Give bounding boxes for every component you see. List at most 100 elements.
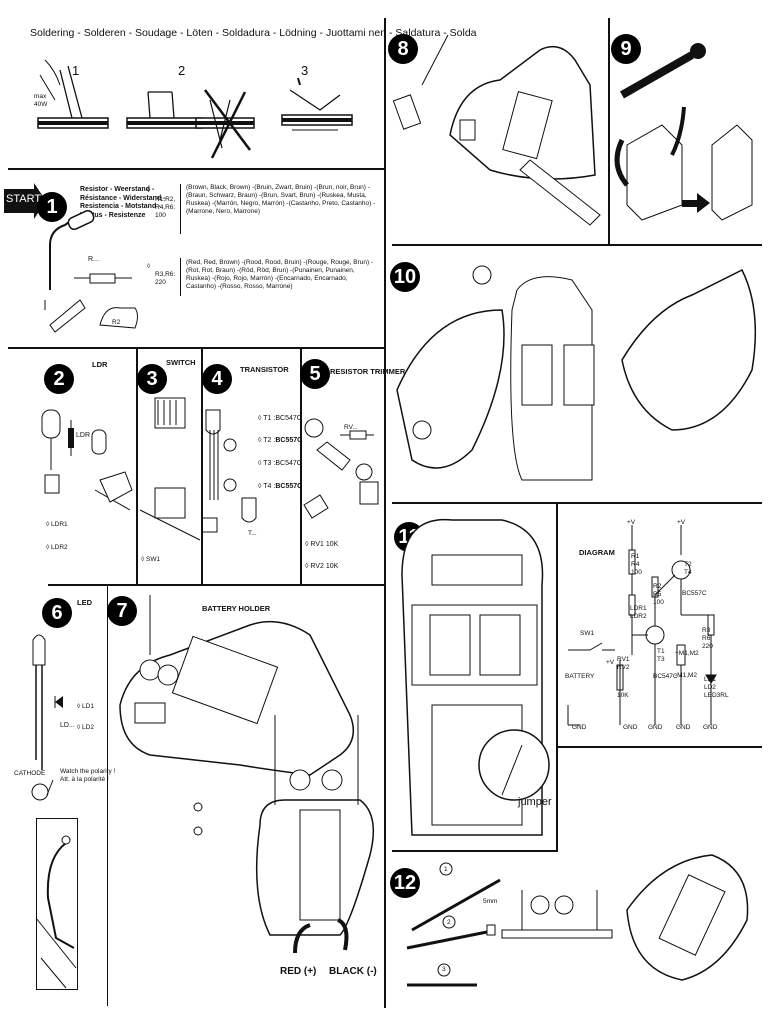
diagram-bc557: BC557C <box>682 590 707 597</box>
divider <box>136 349 138 584</box>
step-10-icon <box>396 265 757 481</box>
battery-title: BATTERY HOLDER <box>202 604 271 613</box>
step-9-badge: 9 <box>611 34 641 64</box>
wire-length-label: 5mm <box>483 898 498 905</box>
divider <box>107 586 108 1006</box>
diagram-vcc2: +V <box>677 519 686 526</box>
switch-item-1: ◊ SW1 <box>141 556 161 563</box>
transistor-item-1: ◊ T1 :BC547C <box>258 415 302 422</box>
start-label: START <box>6 193 42 205</box>
battery-holder-icon <box>119 595 375 954</box>
divider <box>384 18 386 1008</box>
transistor-ref: T3 : <box>263 460 276 467</box>
step-8-badge: 8 <box>388 34 418 64</box>
led-item-2: ◊ LD2 <box>77 724 94 731</box>
divider <box>558 746 762 748</box>
diagram-rv10k: 10K <box>617 692 629 699</box>
wire-1-label: 1 <box>444 866 448 873</box>
transistor-ref: T2 : <box>263 437 276 444</box>
checkbox-icon: ◊ <box>147 187 151 194</box>
battery-black-label: BLACK (-) <box>329 966 377 977</box>
step-1-badge: 1 <box>37 192 67 222</box>
battery-red-label: RED (+) <box>280 966 317 977</box>
diagram-ldr: LDR1 LDR2 <box>630 605 647 620</box>
switch-icon <box>139 397 201 541</box>
resistor-title-line: Vastus - Resistenze <box>80 211 146 219</box>
ldr-title: LDR <box>92 360 108 369</box>
transistor-part: BC557C <box>275 483 303 490</box>
ldr-item-2: ◊ LDR2 <box>46 544 68 551</box>
start-arrow-icon <box>4 183 46 219</box>
diagram-battery: BATTERY <box>565 673 595 680</box>
step-2-badge: 2 <box>44 364 74 394</box>
diagram-title: DIAGRAM <box>579 548 615 557</box>
diagram-m2: -M1,M2 <box>675 672 698 679</box>
diagram-sw: SW1 <box>580 630 595 637</box>
diagram-ld: LD1 LD2 LED3RL <box>704 676 729 699</box>
resistor-title-line: Résistance - Widerstand - <box>80 194 166 202</box>
trimmer-val: 10K <box>325 541 339 548</box>
resistor-title: Resistor - Weerstand - Résistance - Wide… <box>80 186 166 220</box>
diagram-gnd-4: GND <box>703 724 718 731</box>
led-mounted-icon <box>35 835 77 989</box>
diagram-bc547: BC547C <box>653 673 678 680</box>
step-12-badge: 12 <box>390 868 420 898</box>
switch-title: SWITCH <box>166 358 196 367</box>
transistor-item-3: ◊ T3 :BC547C <box>258 460 302 467</box>
circuit-diagram <box>567 525 717 726</box>
diagram-r2: R2 R5 100 <box>653 583 664 606</box>
trimmer-item-1: ◊ RV1 10K <box>305 541 339 548</box>
led-ld-label: LD... <box>60 722 75 729</box>
trimmer-val: 10K <box>325 563 339 570</box>
resistor-title-line: Resistencia - Motstand - <box>80 203 161 210</box>
divider <box>201 349 203 584</box>
diagram-r1: R1 R4 100 <box>631 553 642 576</box>
ldr-item-text: LDR1 <box>51 521 68 528</box>
step-4-badge: 4 <box>202 364 232 394</box>
transistor-item-4: ◊ T4 :BC557C <box>258 483 303 490</box>
page-title: Soldering - Solderen - Soudage - Löten -… <box>30 27 477 39</box>
diagram-r3: R3 R6 220 <box>702 627 713 650</box>
divider <box>300 349 302 584</box>
trimmer-item-2: ◊ RV2 10K <box>305 563 339 570</box>
diagram-gnd-3: GND <box>676 724 691 731</box>
divider <box>392 244 762 246</box>
step-11-icon <box>401 518 550 836</box>
step-9-icon <box>614 43 753 221</box>
trimmer-rv-label: RV... <box>344 424 358 431</box>
divider <box>608 18 610 244</box>
trimmer-ref: RV1 <box>310 541 324 548</box>
led-icon <box>31 634 63 801</box>
resistor-r-label: R... <box>88 256 99 263</box>
divider <box>392 502 762 504</box>
resistor-r1-colors: (Brown, Black, Brown) -(Bruin, Zwart, Br… <box>186 184 376 215</box>
resistor-r2-label: R2 <box>112 319 121 326</box>
solder-step-1-icon <box>37 59 353 159</box>
wire-3-label: 3 <box>442 966 446 973</box>
step-5-badge: 5 <box>300 359 330 389</box>
jumper-label: jumper <box>518 796 552 808</box>
transistor-ref: T4 : <box>263 483 276 490</box>
ldr-item-text: LDR2 <box>51 544 68 551</box>
ldr-icon <box>41 409 133 511</box>
resistor-r1-ref: R1,R2, R4,R6: 100 <box>155 196 176 219</box>
transistor-part: BC547C <box>275 460 302 467</box>
led-cathode-label: CATHODE <box>14 770 46 777</box>
step-8-icon <box>392 34 601 226</box>
transistor-item-2: ◊ T2 :BC557C <box>258 437 303 444</box>
resistor-title-line: Resistor - Weerstand - <box>80 186 155 193</box>
divider <box>392 850 558 852</box>
step-10-badge: 10 <box>390 262 420 292</box>
led-title: LED <box>77 598 92 607</box>
step-7-badge: 7 <box>107 596 137 626</box>
led-polarity-note: Watch the polarity ! Att. à la polarité … <box>60 768 116 783</box>
step-6-badge: 6 <box>42 598 72 628</box>
diagram-gnd-1: GND <box>623 724 638 731</box>
switch-item-text: SW1 <box>146 556 161 563</box>
diagram-vcc1: +V <box>627 519 636 526</box>
divider <box>556 504 558 850</box>
led-item-text: LD1 <box>82 703 94 710</box>
transistor-ref: T1 : <box>263 415 276 422</box>
ldr-item-1: ◊ LDR1 <box>46 521 68 528</box>
trimmer-title: RESISTOR TRIMMER <box>330 367 406 376</box>
